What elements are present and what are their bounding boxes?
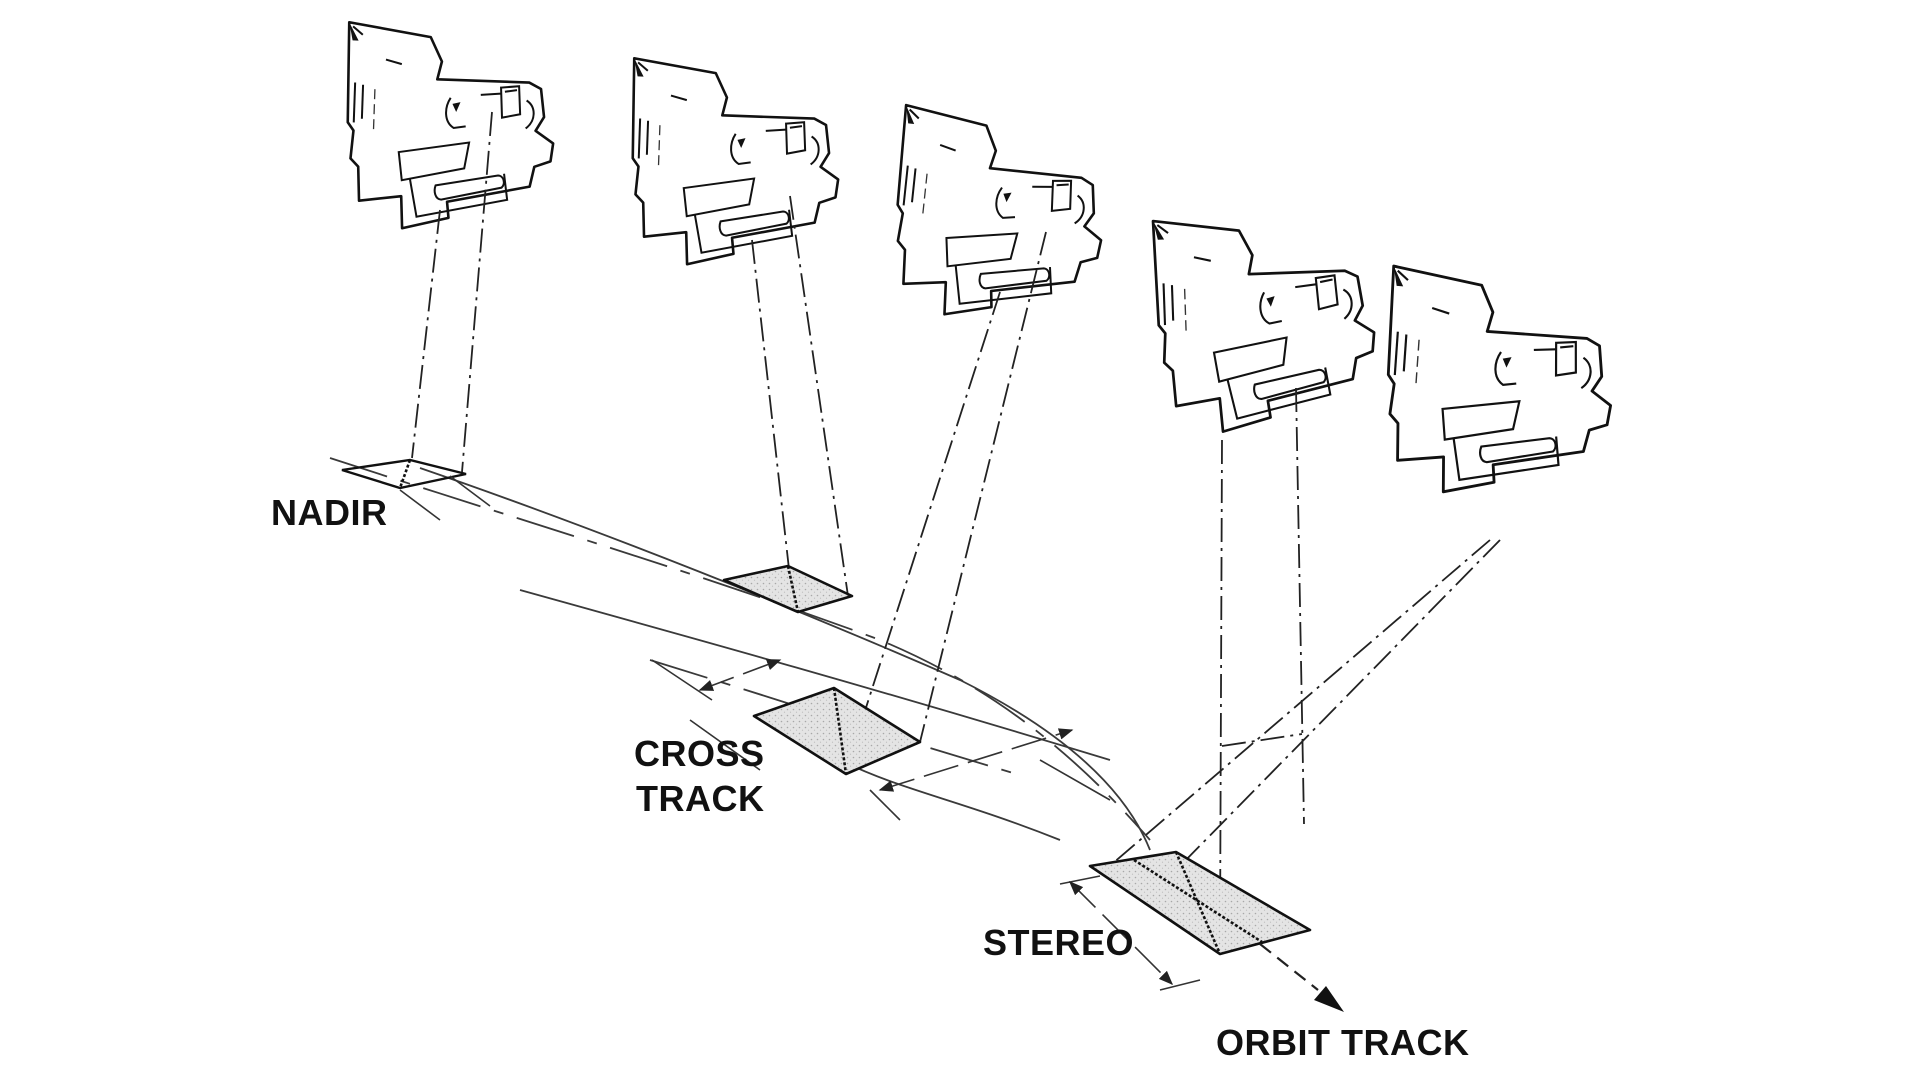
orbit-track-arrowhead-icon (1314, 986, 1344, 1012)
footprint-nadir (341, 458, 467, 490)
swath-dimensions (399, 475, 1201, 991)
beam-cross-2-right (919, 231, 1047, 743)
sensor-beams (411, 111, 1501, 941)
label-stereo: STEREO (983, 922, 1134, 963)
beam-cross-1-right (789, 195, 849, 597)
beam-stereo-aft-left (1111, 539, 1491, 865)
beam-stereo-aft-right (1179, 539, 1501, 867)
satellite-2-cross-track (625, 56, 844, 271)
beam-stereo-fore-right (1295, 387, 1305, 825)
beam-cross-2-left (861, 291, 1001, 721)
ground-track-curve-inner (419, 467, 1151, 851)
satellite-4-stereo (1151, 212, 1379, 436)
satellite-1-nadir (340, 20, 559, 235)
cross-track-dimension-near (698, 659, 782, 691)
satellite-5-stereo (1376, 264, 1621, 505)
label-cross-track-line1: CROSS (634, 733, 765, 774)
beam-nadir-left (411, 209, 441, 459)
label-orbit-track: ORBIT TRACK (1216, 1022, 1469, 1063)
cross-track-dimension-far (878, 728, 1074, 792)
beam-cross-1-left (751, 239, 791, 579)
footprint-stereo (1088, 850, 1312, 956)
stereo-dimension (1068, 880, 1174, 986)
swath-edge-lower-2 (839, 759, 1061, 841)
orbit-track-arrow (1259, 943, 1344, 1012)
beam-stereo-fore-left (1219, 439, 1223, 941)
label-nadir: NADIR (271, 492, 388, 533)
beam-nadir-right (461, 111, 493, 473)
label-cross-track-line2: TRACK (636, 778, 764, 819)
beam-stereo-cross (1221, 733, 1303, 747)
footprint-cross-track-near (722, 564, 854, 614)
